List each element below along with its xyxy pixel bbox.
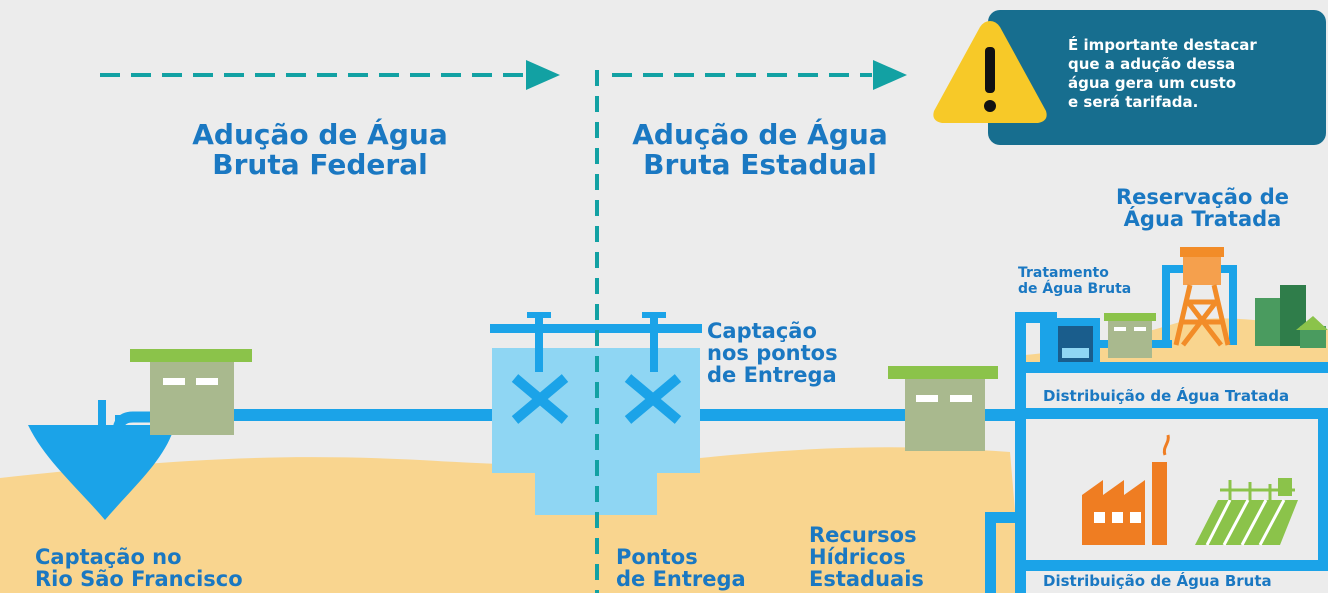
label-pontos-entrega-line-1: Pontos	[616, 545, 698, 569]
label-tratamento-line-1: Tratamento	[1018, 265, 1109, 281]
water-tower	[1173, 247, 1231, 347]
pump-station-1	[150, 362, 234, 435]
notice-text: É importante destacar que a adução dessa…	[1068, 36, 1257, 112]
label-tratamento: Tratamento de Água Bruta	[1018, 265, 1131, 297]
network-raw-bottom	[1015, 560, 1328, 571]
pump-station-2	[905, 379, 985, 451]
valve-stem-2	[650, 314, 658, 372]
heading-federal: Adução de Água Bruta Federal	[190, 120, 450, 180]
network-top	[1015, 312, 1057, 323]
heading-federal-line-2: Bruta Federal	[212, 148, 428, 181]
city-buildings	[1255, 285, 1328, 348]
notice-line-1: É importante destacar	[1068, 36, 1257, 54]
heading-reservacao-line-1: Reservação de	[1115, 185, 1289, 209]
heading-federal-line-1: Adução de Água	[192, 118, 448, 151]
tower-pipe-down	[1229, 265, 1237, 345]
heading-estadual-line-1: Adução de Água	[632, 118, 888, 151]
heading-reservacao-line-2: Água Tratada	[1123, 207, 1282, 231]
heading-estadual: Adução de Água Bruta Estadual	[615, 120, 905, 180]
label-recursos: Recursos Hídricos Estaduais	[809, 524, 924, 590]
notice-line-2: que a adução dessa	[1068, 55, 1236, 73]
label-pontos-entrega: Pontos de Entrega	[616, 546, 746, 590]
label-recursos-line-1: Recursos	[809, 523, 917, 547]
pump-window-2a	[916, 395, 938, 402]
label-captacao-pontos-line-3: de Entrega	[707, 363, 837, 387]
pump-window-1a	[163, 378, 185, 385]
valve-cap-2	[642, 312, 666, 318]
intake-pipe	[112, 411, 150, 460]
label-recursos-line-2: Hídricos	[809, 545, 906, 569]
label-captacao-pontos: Captação nos pontos de Entrega	[707, 320, 838, 386]
federal-arrowhead	[526, 60, 560, 90]
warning-icon	[933, 21, 1047, 123]
treatment-building-roof	[1104, 313, 1156, 321]
treatment-grate	[1062, 348, 1089, 358]
heading-estadual-line-2: Bruta Estadual	[643, 148, 877, 181]
network-raw-top	[1015, 408, 1328, 419]
federal-pipe	[234, 409, 492, 421]
notice-line-3: água gera um custo	[1068, 74, 1237, 92]
treatment-window-b	[1134, 327, 1146, 331]
network-raw-left	[985, 512, 996, 593]
pump-window-2b	[950, 395, 972, 402]
pump-station-roof-2	[888, 366, 998, 379]
ground	[0, 447, 1022, 593]
label-captacao-rio-line-1: Captação no	[35, 545, 182, 569]
label-tratamento-line-2: de Água Bruta	[1018, 281, 1132, 297]
farm-field	[1195, 478, 1298, 546]
treatment-building	[1108, 321, 1152, 358]
treatment-window-a	[1114, 327, 1126, 331]
label-captacao-pontos-line-2: nos pontos	[707, 341, 838, 365]
valve-stem-1	[535, 314, 543, 372]
network-treated	[1015, 362, 1328, 373]
heading-reservacao: Reservação de Água Tratada	[1090, 186, 1315, 230]
factory	[1082, 434, 1170, 545]
label-distribuicao-bruta: Distribuição de Água Bruta	[1043, 572, 1272, 590]
label-pontos-entrega-line-2: de Entrega	[616, 567, 746, 591]
label-recursos-line-3: Estaduais	[809, 567, 924, 591]
label-distribuicao-tratada: Distribuição de Água Tratada	[1043, 387, 1290, 405]
label-captacao-pontos-line-1: Captação	[707, 319, 817, 343]
network-raw-left-h	[985, 512, 1025, 523]
pump-window-1b	[196, 378, 218, 385]
pump-station-roof-1	[130, 349, 252, 362]
valve-x-1	[511, 374, 569, 424]
valve-x-2	[624, 374, 682, 424]
river-basin	[28, 425, 175, 520]
tank-top-bar	[490, 324, 702, 333]
network-raw-right	[1318, 408, 1328, 571]
state-pipe	[700, 409, 910, 421]
label-captacao-rio: Captação no Rio São Francisco	[35, 546, 243, 590]
notice-line-4: e será tarifada.	[1068, 93, 1199, 111]
notice-box	[988, 10, 1326, 145]
tower-pipe-v	[1162, 265, 1170, 348]
network-vertical	[1015, 312, 1026, 593]
state-arrowhead	[873, 60, 907, 90]
valve-cap-1	[527, 312, 551, 318]
label-captacao-rio-line-2: Rio São Francisco	[35, 567, 243, 591]
intake-bar	[98, 400, 106, 450]
